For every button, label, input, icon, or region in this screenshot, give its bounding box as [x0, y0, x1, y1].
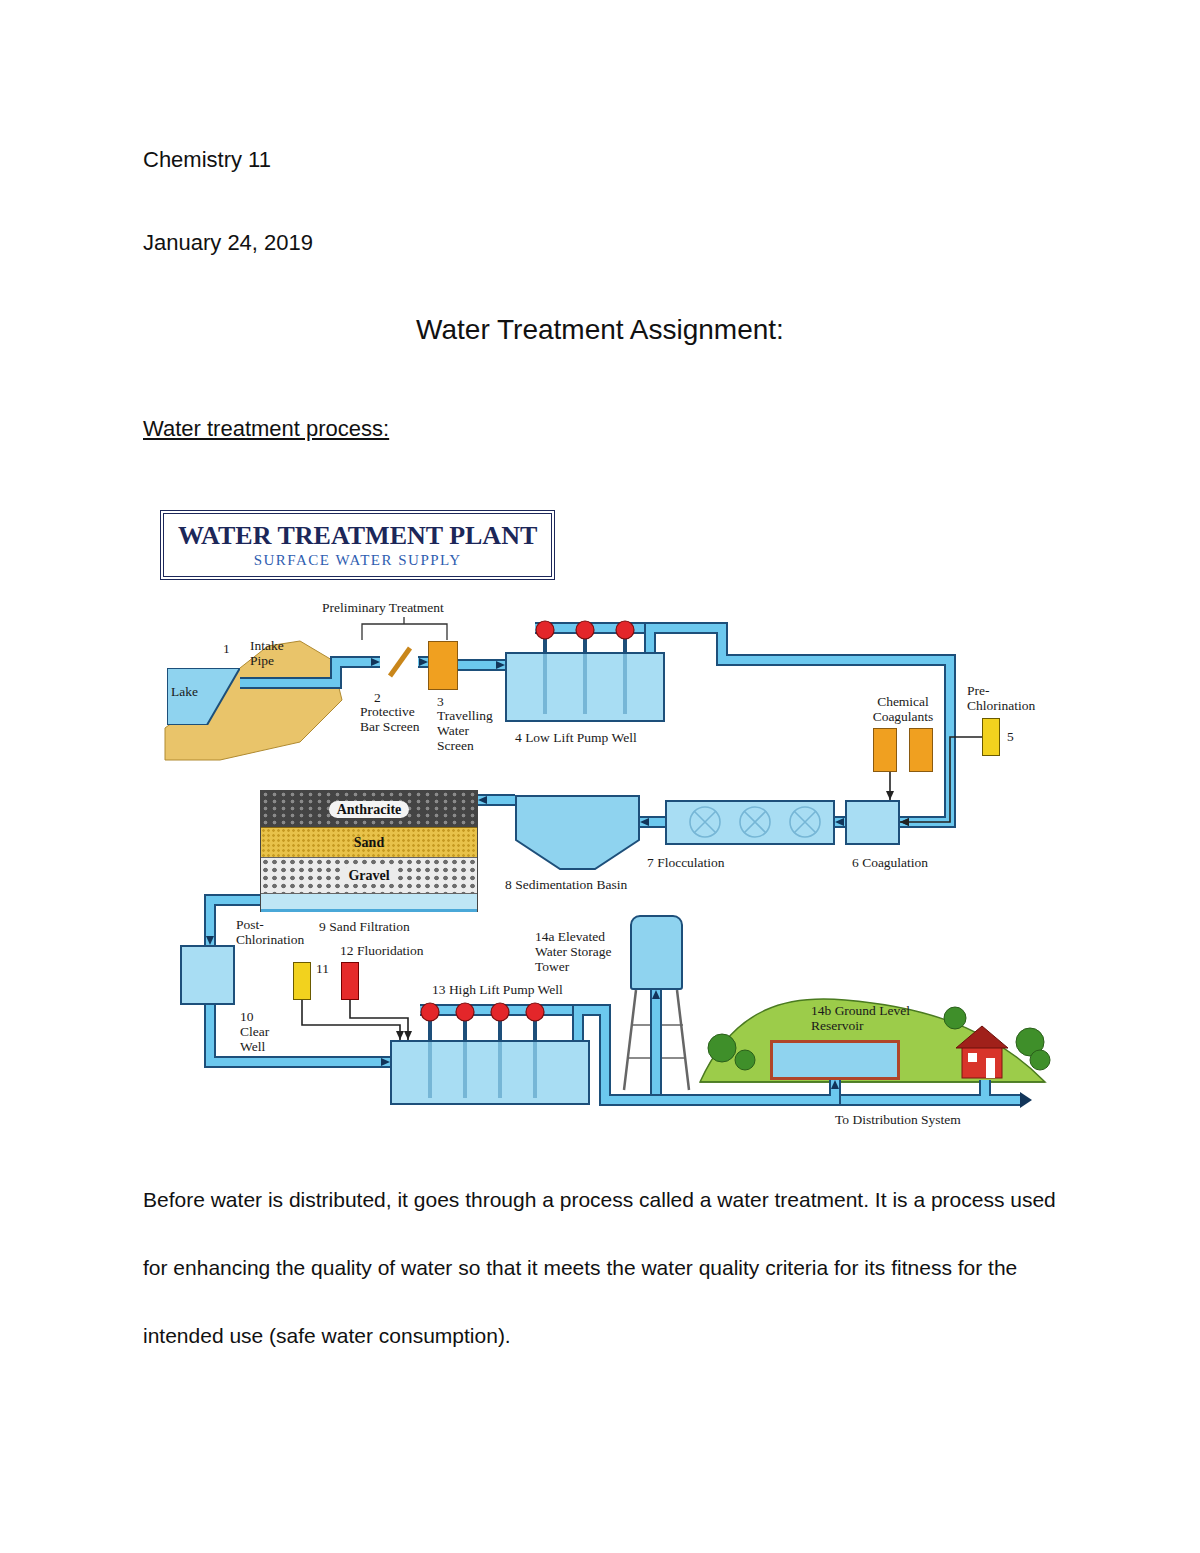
chemical-tank — [873, 728, 897, 772]
component-label: 12 Fluoridation — [340, 943, 424, 958]
water-pipe — [418, 662, 428, 663]
feed-line — [890, 772, 891, 800]
feed-line — [302, 1000, 400, 1040]
component-label: 10 Clear Well — [240, 1009, 280, 1054]
fluoridation-feed: 12 Fluoridation — [341, 962, 359, 1000]
elevated-storage-tower: 14a Elevated Water Storage Tower — [630, 915, 683, 990]
pipe-water — [650, 628, 950, 822]
component-label: 7 Flocculation — [647, 855, 725, 870]
ground-level-reservoir: 14b Ground Level Reservoir — [770, 1040, 900, 1080]
bar-screen: 2Protective Bar Screen — [380, 646, 418, 678]
lake: Lake — [167, 668, 240, 725]
sand-filter: AnthraciteSandGravel9 Sand Filtration — [260, 790, 478, 912]
anthracite-layer: Anthracite — [261, 791, 477, 827]
component-label: Post-Chlorination — [236, 917, 316, 947]
pipe-wall — [210, 1005, 390, 1062]
component-label: 14b Ground Level Reservoir — [811, 1003, 921, 1033]
component-label: Gravel — [340, 867, 397, 884]
component-label: SURFACE WATER SUPPLY — [254, 551, 462, 569]
coagulation-tank: 6 Coagulation — [845, 800, 900, 845]
section-heading: Water treatment process: — [143, 414, 389, 444]
pipe-wall — [650, 628, 950, 822]
post-chlorination-feed: Post-Chlorination11 — [293, 962, 311, 1000]
sand-layer: Sand — [261, 827, 477, 857]
callout-number: 3 — [437, 694, 444, 709]
date: January 24, 2019 — [143, 228, 313, 258]
sedimentation-basin: 8 Sedimentation Basin — [515, 795, 640, 870]
callout-number: 2 — [374, 690, 381, 705]
screen-bar — [390, 648, 410, 676]
underdrain — [261, 893, 477, 912]
water-pipe — [478, 800, 515, 801]
pipe-water — [478, 796, 515, 804]
group-label: Preliminary Treatment — [322, 600, 444, 615]
pipe-water — [458, 661, 505, 669]
high-lift-pump-well: 13 High Lift Pump Well — [390, 1040, 590, 1105]
component-label: Anthracite — [329, 801, 410, 818]
pre-chlorination-feed: Pre-Chlorination5 — [982, 718, 1000, 756]
node-outline-path — [167, 668, 240, 725]
water-pipe — [835, 822, 845, 823]
callout-number: 5 — [1007, 729, 1014, 744]
feed-line — [350, 1000, 408, 1040]
node-outline — [515, 795, 640, 870]
pipe-wall — [478, 794, 515, 806]
pipe-wall — [418, 656, 428, 668]
water-pipe — [458, 665, 505, 666]
pipe-water — [418, 658, 428, 666]
component-label: 4 Low Lift Pump Well — [515, 730, 637, 745]
bar-screen-symbol — [380, 646, 418, 678]
pipe-water — [210, 1005, 390, 1062]
component-label: 14a Elevated Water Storage Tower — [535, 929, 627, 974]
node-outline-path — [516, 796, 639, 869]
water-pipe — [210, 1005, 390, 1062]
water-pipe — [650, 628, 950, 822]
document-title: Water Treatment Assignment: — [0, 312, 1200, 348]
water-pipe — [640, 822, 665, 823]
body-paragraph: Before water is distributed, it goes thr… — [143, 1166, 1058, 1370]
feed-line-path — [889, 772, 891, 800]
clear-well: 10 Clear Well — [180, 945, 235, 1005]
feed-line-path — [350, 1000, 408, 1040]
travelling-screen: 3Travelling Water Screen — [428, 641, 458, 690]
component-label: WATER TREATMENT PLANT — [178, 521, 537, 551]
course-name: Chemistry 11 — [143, 145, 271, 175]
component-label: Pre-Chlorination — [967, 683, 1049, 713]
component-label: 13 High Lift Pump Well — [432, 982, 563, 997]
component-label: Protective Bar Screen — [360, 704, 426, 734]
component-label: Travelling Water Screen — [437, 708, 503, 753]
callout-number: 11 — [316, 961, 329, 976]
gravel-layer: Gravel — [261, 857, 477, 893]
flocculation-tank: 7 Flocculation — [665, 800, 835, 845]
component-label: 9 Sand Filtration — [319, 919, 410, 934]
component-label: Lake — [171, 684, 198, 699]
component-label: 8 Sedimentation Basin — [505, 877, 627, 892]
pipe-water — [835, 818, 845, 826]
component-label: Sand — [346, 834, 392, 851]
callout-number: 1 — [223, 641, 230, 656]
chemical-tank — [909, 728, 933, 772]
component-label: Chemical Coagulants — [865, 694, 941, 724]
title-box: WATER TREATMENT PLANTSURFACE WATER SUPPL… — [160, 510, 555, 580]
component-label: To Distribution System — [835, 1112, 961, 1127]
component-label: 6 Coagulation — [852, 855, 928, 870]
low-lift-pump-well: 4 Low Lift Pump Well — [505, 652, 665, 722]
pipe-water — [640, 818, 665, 826]
component-label: Intake Pipe — [250, 638, 292, 668]
pipe-wall — [640, 816, 665, 828]
feed-line-path — [302, 1000, 400, 1040]
chemical-coagulants: Chemical Coagulants — [873, 728, 933, 772]
pipe-wall — [835, 816, 845, 828]
pipe-wall — [458, 659, 505, 671]
